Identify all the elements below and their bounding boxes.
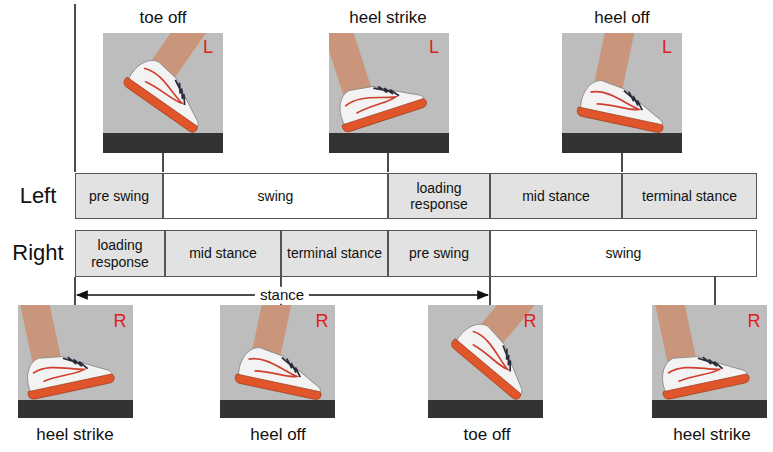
side-marker: R bbox=[524, 312, 537, 332]
phase-band: loading response bbox=[388, 173, 490, 219]
event-label: heel strike bbox=[673, 426, 750, 445]
row-label: Right bbox=[12, 241, 63, 265]
event-label: heel off bbox=[594, 9, 649, 28]
event-label: toe off bbox=[140, 9, 187, 28]
side-marker: L bbox=[662, 38, 672, 58]
phase-band: swing bbox=[163, 173, 388, 219]
row-label: Left bbox=[20, 184, 57, 208]
phase-name: terminal stance bbox=[638, 188, 741, 204]
phase-name: mid stance bbox=[518, 188, 594, 204]
phase-band: swing bbox=[490, 230, 757, 277]
phase-name: pre swing bbox=[85, 188, 153, 204]
side-marker: R bbox=[114, 312, 127, 332]
phase-band: pre swing bbox=[75, 173, 163, 219]
side-marker: R bbox=[748, 312, 761, 332]
side-marker: R bbox=[316, 312, 329, 332]
phase-band: terminal stance bbox=[281, 230, 388, 277]
event-label: toe off bbox=[464, 426, 511, 445]
span-label: stance bbox=[255, 287, 309, 304]
phase-name: pre swing bbox=[405, 245, 473, 261]
phase-name: loading response bbox=[76, 237, 164, 269]
phase-name: swing bbox=[602, 245, 646, 261]
phase-band: terminal stance bbox=[622, 173, 757, 219]
event-label: heel off bbox=[250, 426, 305, 445]
phase-name: terminal stance bbox=[283, 245, 386, 261]
phase-band: mid stance bbox=[490, 173, 622, 219]
phase-band: pre swing bbox=[388, 230, 490, 277]
side-marker: L bbox=[429, 38, 439, 58]
side-marker: L bbox=[203, 38, 213, 58]
phase-name: swing bbox=[254, 188, 298, 204]
phase-name: loading response bbox=[389, 180, 489, 212]
phase-name: mid stance bbox=[185, 245, 261, 261]
event-label: heel strike bbox=[349, 9, 426, 28]
event-label: heel strike bbox=[36, 426, 113, 445]
phase-band: loading response bbox=[75, 230, 165, 277]
phase-band: mid stance bbox=[165, 230, 281, 277]
